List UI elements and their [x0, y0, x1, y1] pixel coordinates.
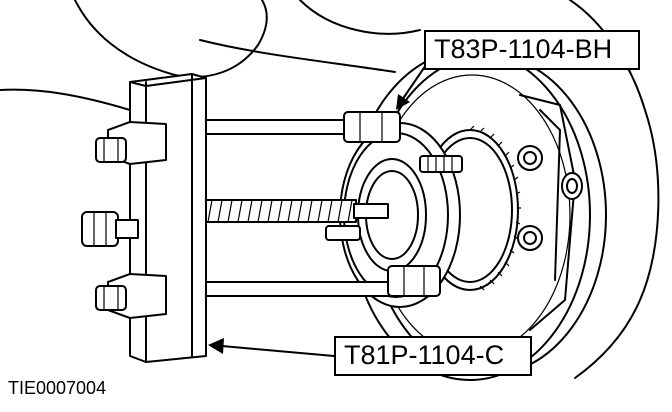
puller-rod-lower: [195, 265, 441, 297]
leader-arrow-top: [396, 61, 429, 110]
bar-bracket-upper: [95, 121, 167, 165]
forcing-screw: [195, 199, 389, 223]
puller-rod-upper: [195, 111, 401, 143]
wheel-studs: [325, 155, 463, 241]
forcing-screw-head: [81, 211, 139, 247]
puller-bar: [129, 73, 207, 363]
tool-label-top: T83P-1104-BH: [424, 30, 640, 70]
tool-label-bottom: T81P-1104-C: [334, 336, 532, 376]
bar-bracket-lower: [95, 273, 167, 319]
lug-nuts: [517, 145, 583, 251]
figure-id: TIE0007004: [8, 378, 107, 398]
leader-arrow-bottom: [208, 338, 335, 357]
